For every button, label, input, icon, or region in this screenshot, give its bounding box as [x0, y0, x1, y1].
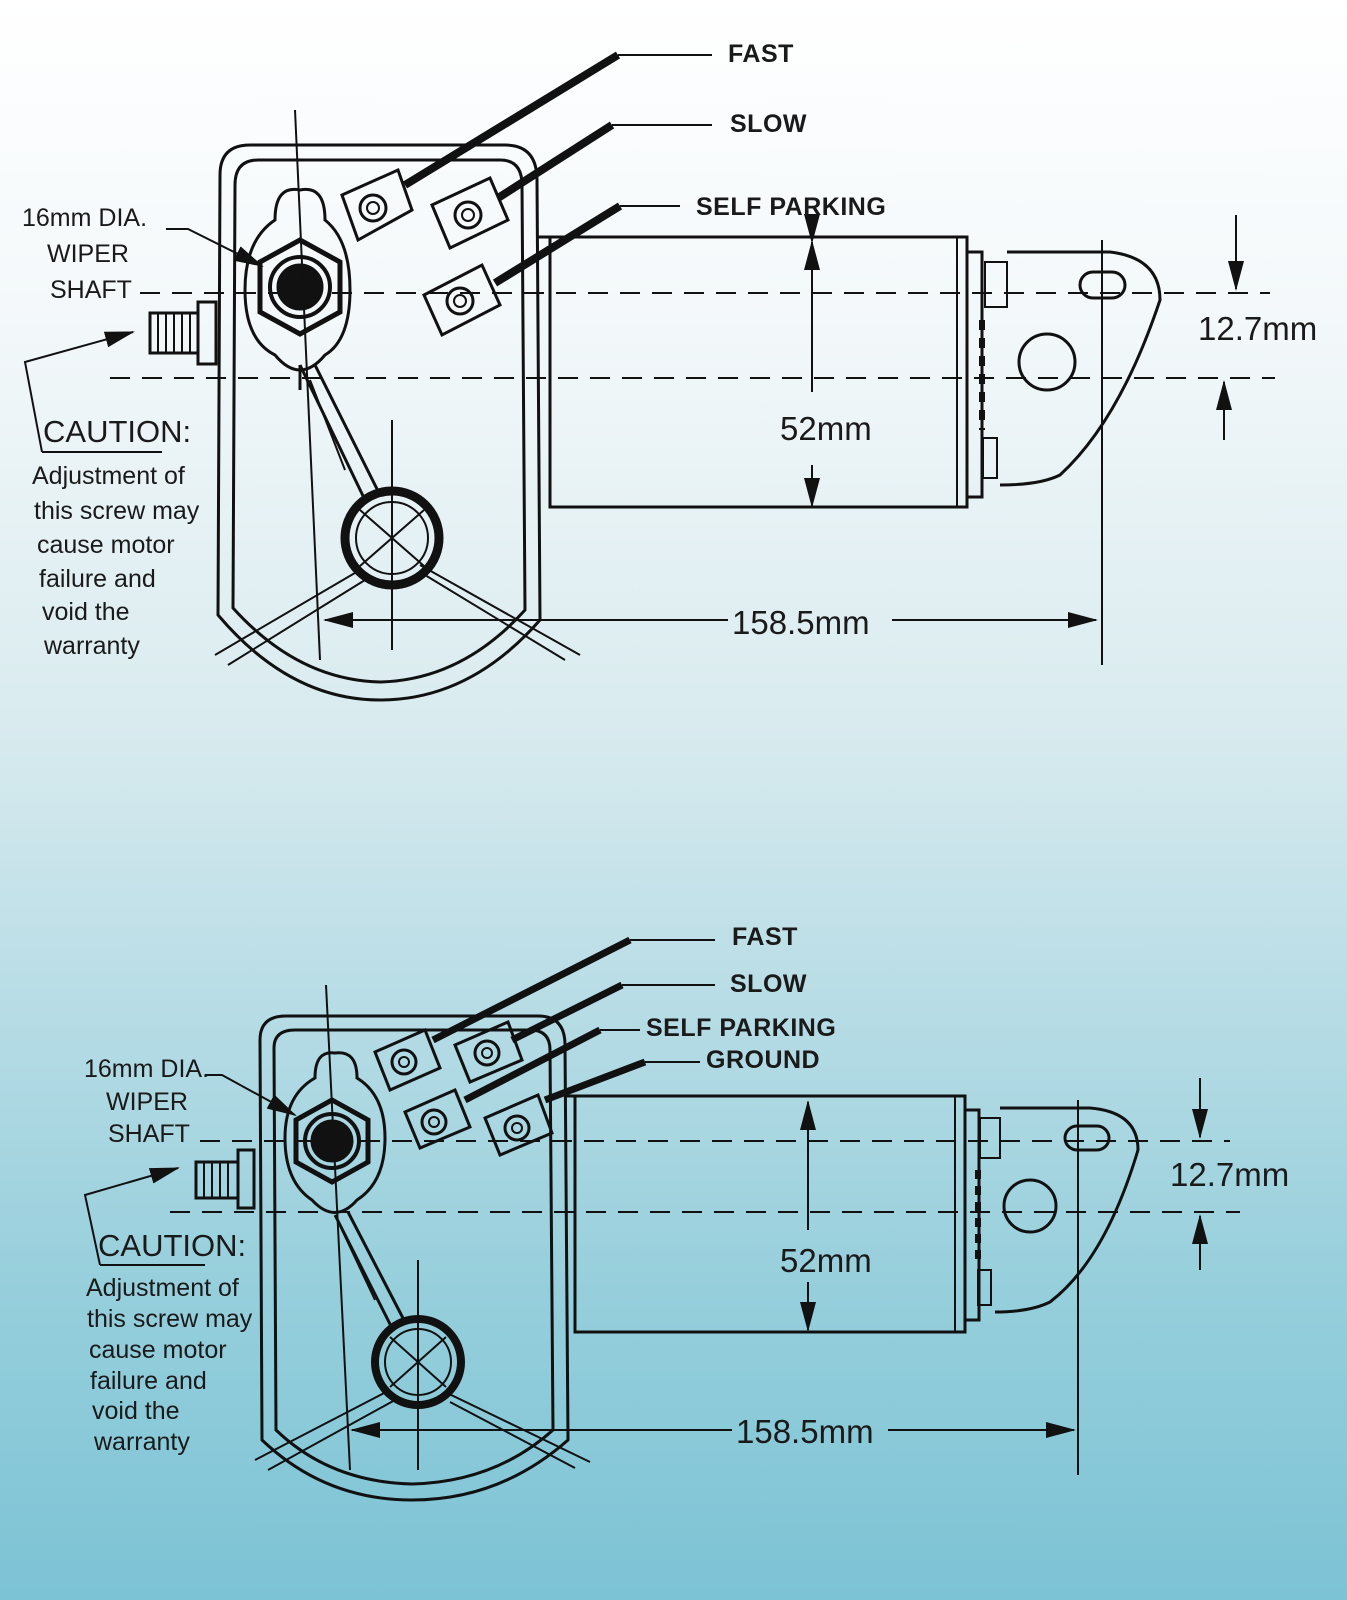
diagram-bottom-labels: FAST SLOW SELF PARKING GROUND 16mm DIA. … [84, 923, 1289, 1456]
shaft-hex-nut [293, 1097, 371, 1185]
caution-text-5: void the [42, 598, 130, 626]
caution-title: CAUTION: [98, 1228, 246, 1263]
adjustment-screw [194, 1148, 256, 1210]
shaft-label-line-1: 16mm DIA. [84, 1055, 209, 1083]
mounting-hole-icon [1002, 1178, 1058, 1234]
motor-body [573, 1094, 967, 1334]
dim-offset: 12.7mm [1198, 310, 1317, 347]
dim-length: 158.5mm [736, 1413, 874, 1450]
terminal-fast [340, 167, 414, 243]
adjustment-screw [148, 300, 218, 366]
label-fast: FAST [728, 40, 794, 68]
terminal-ground [483, 1092, 554, 1157]
wiper-shaft-icon [276, 263, 324, 311]
caution-text-3: cause motor [89, 1336, 227, 1364]
shaft-label-line-2: WIPER [106, 1088, 188, 1116]
label-slow: SLOW [730, 110, 807, 138]
label-self-parking: SELF PARKING [646, 1014, 836, 1042]
gearbox-housing-inner [231, 158, 527, 684]
motor-end-cap [963, 1108, 981, 1322]
caution-title: CAUTION: [43, 414, 191, 449]
dim-diameter: 52mm [780, 410, 872, 447]
dim-offset: 12.7mm [1170, 1156, 1289, 1193]
caution-text-4: failure and [39, 565, 156, 593]
caution-text-1: Adjustment of [32, 462, 185, 490]
caution-text-2: this screw may [34, 497, 200, 525]
mounting-bracket [994, 1106, 1140, 1314]
caution-text-3: cause motor [37, 531, 175, 559]
mounting-hole-icon [1017, 332, 1077, 392]
mounting-bracket [999, 250, 1162, 487]
caution-text-5: void the [92, 1397, 180, 1425]
terminal-fast [373, 1027, 442, 1093]
label-self-parking: SELF PARKING [696, 193, 886, 221]
caution-text-4: failure and [90, 1367, 207, 1395]
terminal-self-parking [403, 1088, 472, 1150]
diagram-bottom [83, 936, 1240, 1502]
caution-text-2: this screw may [87, 1305, 253, 1333]
gearbox-housing-outer [258, 1014, 570, 1502]
dim-diameter: 52mm [780, 1242, 872, 1279]
shaft-label-line-3: SHAFT [50, 276, 132, 304]
label-fast: FAST [732, 923, 798, 951]
label-slow: SLOW [730, 970, 807, 998]
caution-text-6: warranty [43, 632, 140, 660]
dim-length: 158.5mm [732, 604, 870, 641]
shaft-label-line-3: SHAFT [108, 1120, 190, 1148]
terminal-slow [453, 1019, 524, 1084]
terminal-self-parking [422, 262, 502, 338]
shaft-label-line-1: 16mm DIA. [22, 204, 147, 232]
gearbox-housing-inner [272, 1028, 555, 1486]
shaft-boss [243, 187, 352, 372]
motor-body [548, 235, 969, 509]
shaft-boss [283, 1051, 387, 1214]
caution-text-6: warranty [93, 1428, 190, 1456]
diagram-top-labels: FAST SLOW SELF PARKING 16mm DIA. WIPER S… [22, 40, 1317, 660]
label-ground: GROUND [706, 1046, 820, 1074]
gearbox-housing-outer [216, 143, 542, 702]
terminal-slow [430, 175, 510, 251]
diagram-top [23, 51, 1275, 702]
caution-text-1: Adjustment of [86, 1274, 239, 1302]
shaft-label-line-2: WIPER [47, 240, 129, 268]
